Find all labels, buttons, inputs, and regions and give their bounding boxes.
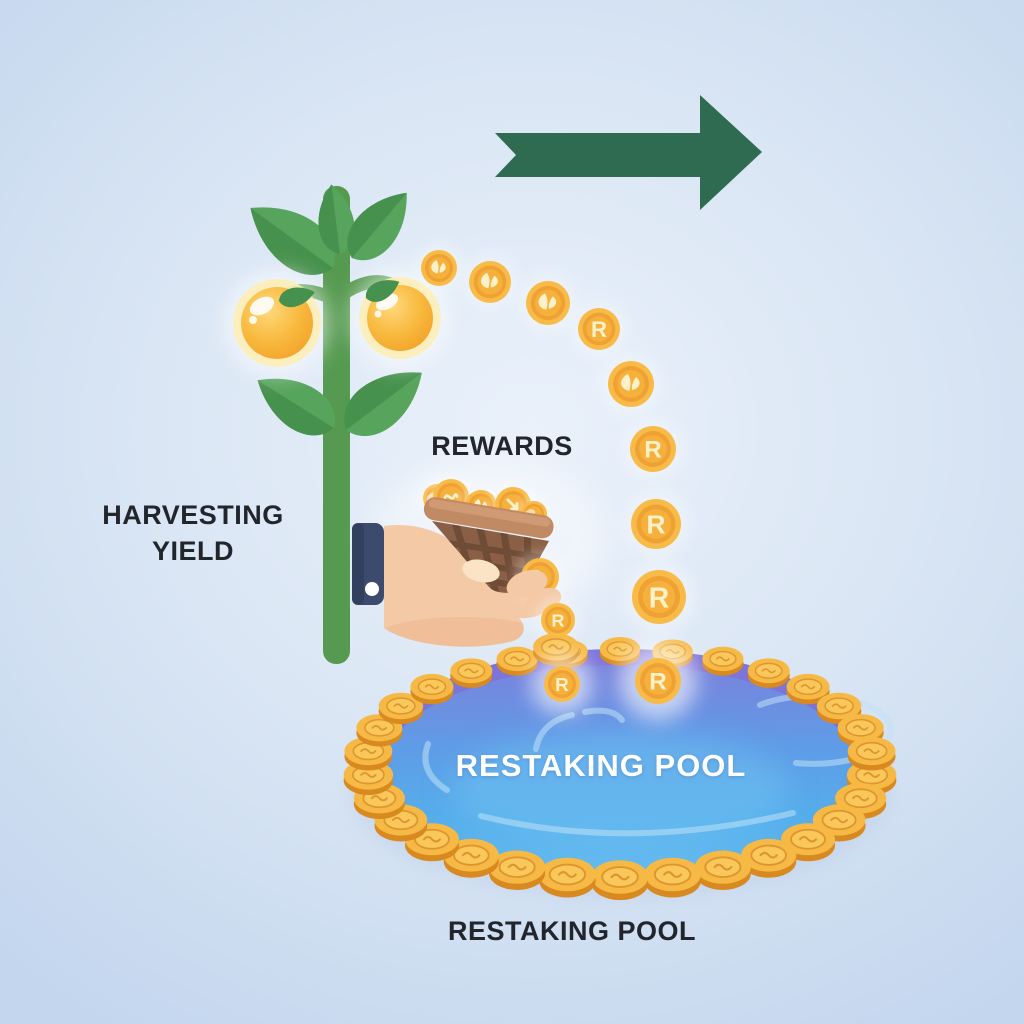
sprout-coin-icon	[414, 243, 464, 293]
svg-text:R: R	[644, 437, 661, 464]
staked-coin-icon	[591, 860, 649, 901]
r-token-coin-icon: R	[622, 560, 696, 634]
fruit-leaf	[365, 280, 400, 302]
sprout-coin-icon	[599, 352, 663, 416]
svg-text:R: R	[649, 582, 670, 614]
staked-coin-icon	[356, 714, 403, 747]
cuff-button	[365, 582, 379, 596]
flow-arrow-icon	[495, 95, 762, 210]
staked-coin-icon	[816, 692, 862, 725]
harvesting-yield-label: HARVESTING YIELD	[102, 500, 284, 566]
thumb-highlight	[462, 559, 500, 583]
staked-coin-icon	[378, 692, 424, 725]
r-token-coin-icon: R	[621, 417, 685, 481]
pool-floating-coins: R R R	[531, 597, 698, 721]
yield-fruit	[225, 271, 329, 375]
staked-coin-icon	[741, 838, 797, 878]
r-token-coin-icon: R	[570, 300, 628, 358]
staked-coin-icon	[786, 673, 830, 705]
plant-leaf	[250, 207, 335, 275]
restaking-pool-caption: RESTAKING POOL	[447, 916, 697, 946]
plant-leaf	[347, 192, 407, 261]
staked-coin-icon	[489, 850, 546, 890]
plant-stem	[323, 186, 350, 664]
staked-coin-icon	[747, 658, 790, 688]
staked-coin-icon	[847, 736, 896, 771]
hand-illustration	[352, 523, 554, 647]
staked-coin-icon	[450, 658, 493, 688]
svg-text:R: R	[591, 317, 607, 342]
staked-coin-icon	[539, 857, 596, 898]
r-token-coin-icon: R	[531, 653, 593, 715]
staked-coin-icon	[644, 857, 701, 898]
svg-text:R: R	[647, 510, 666, 540]
plant-leaf	[344, 372, 422, 436]
falling-coins-arc: R R R R	[414, 243, 696, 634]
yield-plant-illustration	[225, 184, 449, 664]
svg-text:R: R	[649, 669, 666, 696]
open-palm	[384, 524, 554, 647]
fruit-leaf	[279, 287, 315, 308]
r-token-coin-icon: R	[618, 641, 698, 721]
staked-coin-icon	[410, 673, 454, 705]
r-token-coin-icon: R	[533, 597, 581, 666]
sleeve-cuff-shade	[352, 523, 364, 605]
restaking-pool-label: RESTAKING POOL	[455, 748, 747, 783]
staked-coin-icon	[496, 646, 538, 676]
sprout-coin-icon	[518, 273, 578, 333]
r-token-coin-icon: R	[622, 490, 690, 558]
pool-rim-coins	[343, 637, 897, 901]
plant-leaf	[257, 378, 336, 436]
svg-text:R: R	[552, 610, 565, 630]
rewards-label: REWARDS	[431, 431, 573, 461]
basket-rim-highlight	[428, 498, 551, 527]
palm-shading	[384, 617, 554, 647]
staked-coin-icon	[694, 850, 751, 890]
staked-coin-icon	[702, 646, 744, 676]
pool-water-glow	[450, 732, 790, 848]
sprout-coin-icon	[461, 253, 519, 311]
plant-leaf	[318, 184, 355, 254]
svg-text:R: R	[555, 675, 569, 696]
